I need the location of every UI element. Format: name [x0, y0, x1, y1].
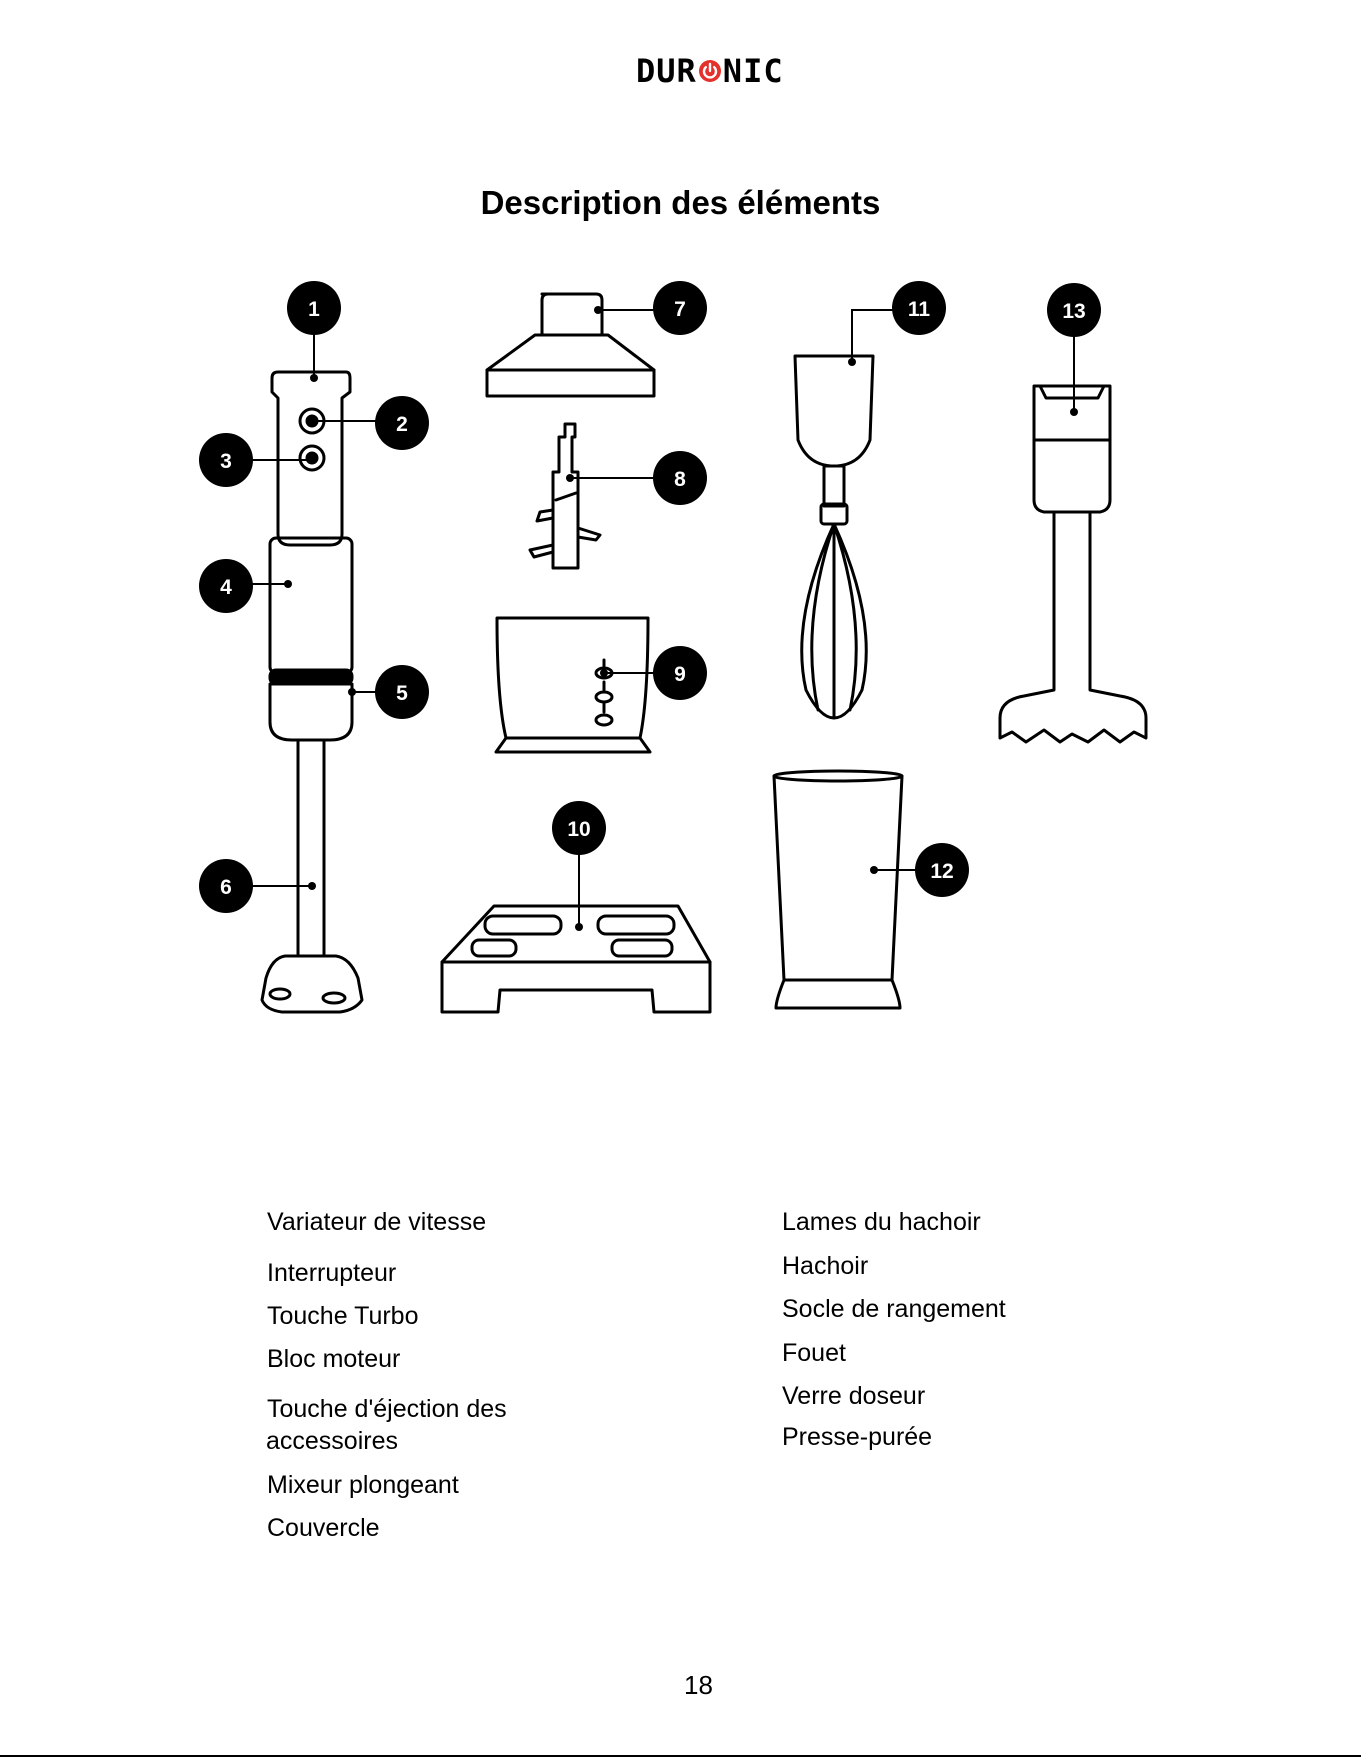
- label-item-1: Variateur de vitesse: [267, 1208, 486, 1237]
- badge-7: 7: [653, 281, 707, 335]
- badge-11: 11: [892, 281, 946, 335]
- chopper-blades-drawing: [530, 424, 600, 568]
- badge-2-label: 2: [396, 413, 408, 436]
- badge-13-label: 13: [1062, 300, 1085, 323]
- badge-6-label: 6: [220, 876, 232, 899]
- measuring-beaker-drawing: [774, 771, 902, 1008]
- label-item-5-continued: accessoires: [266, 1427, 398, 1456]
- badge-4-label: 4: [220, 576, 232, 599]
- label-item-8: Lames du hachoir: [782, 1208, 981, 1237]
- whisk-drawing: [795, 356, 873, 718]
- label-item-12: Verre doseur: [782, 1382, 925, 1411]
- badge-10: 10: [552, 801, 606, 855]
- label-item-2: Interrupteur: [267, 1259, 396, 1288]
- badge-10-label: 10: [567, 818, 590, 841]
- label-item-3: Touche Turbo: [267, 1302, 419, 1331]
- label-item-7: Couvercle: [267, 1514, 380, 1543]
- badge-12: 12: [915, 843, 969, 897]
- label-item-13: Presse-purée: [782, 1423, 932, 1452]
- hand-blender-drawing: [262, 372, 362, 1012]
- label-item-11: Fouet: [782, 1339, 846, 1368]
- parts-diagram: 1 2 3 4 5 6 7 8 9 10 11 12 13: [0, 0, 1361, 1040]
- storage-base-drawing: [442, 906, 710, 1012]
- label-item-6: Mixeur plongeant: [267, 1471, 459, 1500]
- badge-3: 3: [199, 433, 253, 487]
- badge-5-label: 5: [396, 682, 408, 705]
- badge-3-label: 3: [220, 450, 232, 473]
- badge-8: 8: [653, 451, 707, 505]
- chopper-bowl-drawing: [496, 618, 650, 752]
- badge-9: 9: [653, 646, 707, 700]
- badge-13: 13: [1047, 283, 1101, 337]
- badge-12-label: 12: [930, 860, 953, 883]
- page-bottom-rule: [0, 1755, 1361, 1757]
- badge-9-label: 9: [674, 663, 686, 686]
- badge-8-label: 8: [674, 468, 686, 491]
- badge-4: 4: [199, 559, 253, 613]
- potato-masher-drawing: [1000, 386, 1146, 742]
- badge-5: 5: [375, 665, 429, 719]
- label-item-5: Touche d'éjection des: [267, 1395, 507, 1424]
- label-item-4: Bloc moteur: [267, 1345, 400, 1374]
- label-item-10: Socle de rangement: [782, 1295, 1006, 1324]
- badge-1-label: 1: [308, 298, 320, 321]
- label-item-9: Hachoir: [782, 1252, 868, 1281]
- badge-2: 2: [375, 396, 429, 450]
- badge-6: 6: [199, 859, 253, 913]
- badge-7-label: 7: [674, 298, 686, 321]
- badge-11-label: 11: [908, 298, 931, 321]
- page-number: 18: [0, 1670, 1361, 1701]
- badge-1: 1: [287, 281, 341, 335]
